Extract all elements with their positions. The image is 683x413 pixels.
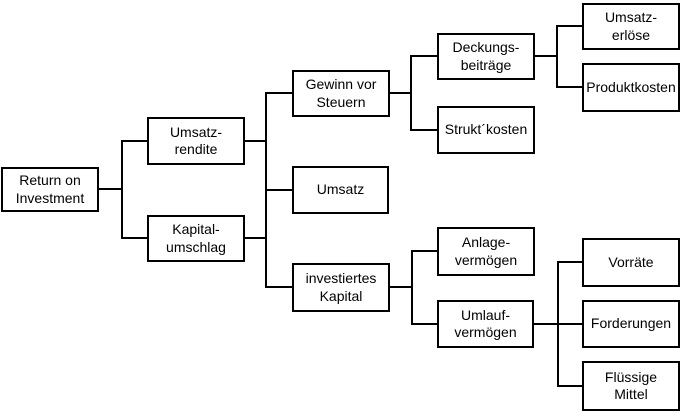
connector-kapitalumschlag-stub [245, 237, 267, 239]
node-investiertes-kapital: investiertes Kapital [292, 263, 390, 312]
node-forderungen: Forderungen [582, 300, 680, 348]
node-label: Kapital- umschlag [166, 221, 226, 255]
connector-umlauf-stub [534, 323, 559, 325]
node-anlagevermoegen: Anlage- vermögen [437, 227, 535, 276]
node-label: Gewinn vor Steuern [305, 76, 377, 110]
node-label: Umsatz [316, 181, 365, 198]
connector-gewinn-trunk [410, 55, 412, 131]
node-label: Vorräte [608, 253, 654, 270]
connector-to-strukt [410, 129, 437, 131]
node-label: Produktkosten [586, 78, 676, 95]
connector-deckung-stub [535, 55, 558, 57]
node-struktkosten: Strukt´kosten [437, 106, 535, 154]
connector-investiertes-trunk [411, 250, 413, 325]
node-vorraete: Vorräte [582, 238, 680, 287]
node-umlaufvermoegen: Umlauf- vermögen [437, 300, 534, 348]
connector-to-umlauf [411, 323, 437, 325]
node-label: Umsatz- rendite [169, 123, 223, 158]
node-umsatz: Umsatz [292, 166, 389, 214]
connector-to-umsatz [265, 189, 292, 191]
node-fluessige-mittel: Flüssige Mittel [582, 361, 680, 411]
node-return-on-investment: Return on Investment [1, 167, 99, 212]
node-umsatzrendite: Umsatz- rendite [147, 117, 245, 165]
connector-to-kapitalumschlag [121, 237, 147, 239]
connector-umsatzrendite-stub [245, 140, 267, 142]
node-label: Flüssige Mittel [604, 368, 658, 403]
connector-to-fluessig [557, 385, 582, 387]
node-label: Anlage- vermögen [454, 234, 518, 268]
connector-to-gewinn [265, 92, 292, 94]
connector-to-umsatzrendite [121, 140, 147, 142]
connector-investiertes-stub [390, 286, 413, 288]
connector-to-vorraete [557, 261, 582, 263]
node-label: Umsatz- erlöse [604, 9, 658, 43]
connector-gewinn-stub [390, 92, 412, 94]
connector-to-investiertes [265, 286, 292, 288]
connector-to-erloese [556, 25, 582, 27]
connector-to-produktkosten [556, 86, 582, 88]
node-label: Umlauf- vermögen [454, 306, 517, 341]
node-gewinn-vor-steuern: Gewinn vor Steuern [292, 70, 390, 117]
connector-roi-trunk [121, 140, 123, 239]
connector-to-anlage [411, 250, 437, 252]
node-label: Forderungen [590, 315, 672, 332]
connector-to-forderungen [557, 323, 582, 325]
node-label: Return on Investment [15, 172, 85, 206]
connector-roi-stub [99, 188, 123, 190]
node-label: investiertes Kapital [305, 270, 377, 304]
node-deckungsbeitraege: Deckungs- beiträge [437, 33, 535, 80]
connector-deckung-trunk [556, 25, 558, 88]
node-kapitalumschlag: Kapital- umschlag [147, 215, 245, 262]
node-produktkosten: Produktkosten [582, 63, 680, 112]
node-label: Strukt´kosten [444, 121, 528, 138]
node-label: Deckungs- beiträge [452, 39, 520, 73]
node-umsatzerloese: Umsatz- erlöse [582, 3, 680, 50]
connector-to-deckung [410, 55, 437, 57]
